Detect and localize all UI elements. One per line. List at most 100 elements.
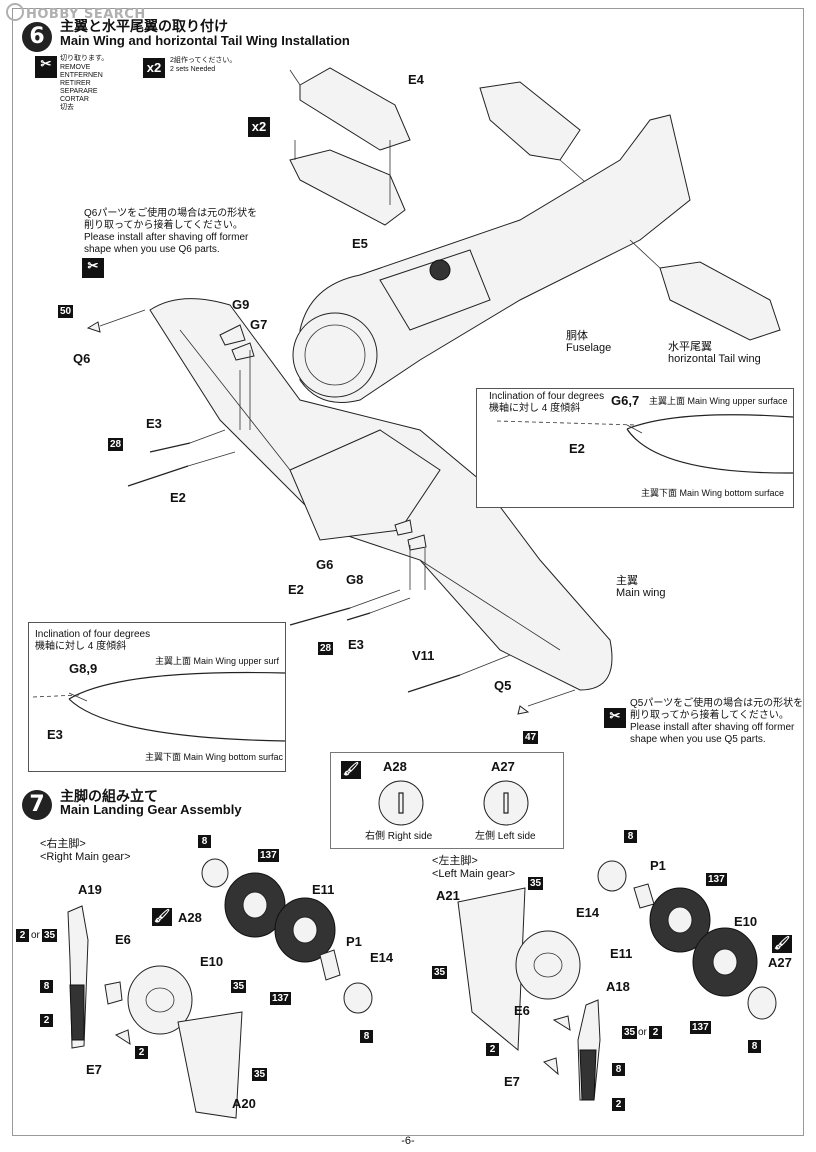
badge-137-right-bottom: 137 <box>270 992 291 1005</box>
inset-1-e2: E2 <box>569 441 585 456</box>
page-frame <box>12 8 804 1136</box>
label-e10-right: E10 <box>200 954 224 969</box>
left-gear-title-jp: <左主脚> <box>432 855 478 867</box>
step-7-number: 7 <box>22 790 52 820</box>
badge-28-lower: 28 <box>318 642 334 655</box>
part-g9 <box>219 324 246 346</box>
part-e7-left <box>543 1057 559 1076</box>
inset-1-bottom-label: 主翼下面 Main Wing bottom surface <box>641 488 785 498</box>
label-v11: V11 <box>412 648 435 663</box>
step-6-title-jp: 主翼と水平尾翼の取り付け <box>60 19 228 35</box>
label-g7: G7 <box>250 317 268 332</box>
label-e7-right: E7 <box>86 1062 102 1077</box>
fuselage-label-en: Fuselage <box>566 342 612 354</box>
cut-icon: ✂ <box>35 56 57 78</box>
label-e3-lower: E3 <box>348 637 364 652</box>
badge-35-left-leg: 35 <box>622 1026 638 1039</box>
label-q5: Q5 <box>494 678 512 693</box>
pilot-figure <box>429 259 451 281</box>
badge-2-right-leg: 2 <box>40 1014 53 1027</box>
cut-icon: ✂ <box>604 708 626 728</box>
label-e2-upper: E2 <box>170 490 186 505</box>
inset-wing-inclination-lower: Inclination of four degrees 機軸に対し 4 度傾斜 … <box>28 622 286 772</box>
q6-note-jp: Q6パーツをご使用の場合は元の形状を 削り取ってから接着してください。 <box>84 208 258 231</box>
badge-50: 50 <box>58 305 74 318</box>
badge-2-left-leg: 2 <box>612 1098 625 1111</box>
badge-2-right: 2 <box>16 929 29 942</box>
paint-wheel-drawings <box>378 780 529 826</box>
watermark: HOBBY SEARCH <box>6 3 146 22</box>
paint-brush-icon: 🖌 <box>152 908 172 926</box>
inset-2-upper-label: 主翼上面 Main Wing upper surf <box>155 656 280 666</box>
badge-137-left-bottom: 137 <box>690 1021 711 1034</box>
badge-28-upper: 28 <box>108 438 124 451</box>
rod-e2-lower <box>289 607 351 626</box>
badge-2-e6-right: 2 <box>135 1046 148 1059</box>
label-e5: E5 <box>352 236 368 251</box>
main-wing-label-en: Main wing <box>616 587 666 599</box>
label-g8: G8 <box>346 572 364 587</box>
step-6-number: 6 <box>22 22 52 52</box>
badge-35-right: 35 <box>42 929 58 942</box>
remove-lang-3: SEPARARE <box>60 88 98 95</box>
fuselage <box>299 114 691 403</box>
x2-note-jp: 2組作ってください。 <box>170 57 237 64</box>
part-e6-right <box>104 981 123 1005</box>
step-7-title-jp: 主脚の組み立て <box>60 789 158 805</box>
part-p1-right <box>319 949 341 981</box>
paint-a28-label: A28 <box>383 759 407 774</box>
step-6-title-en: Main Wing and horizontal Tail Wing Insta… <box>60 33 350 48</box>
label-e6-right: E6 <box>115 932 131 947</box>
rod-e2-upper <box>127 465 189 487</box>
badge-137-left-top: 137 <box>706 873 727 886</box>
badge-8-left-bottom: 8 <box>748 1040 761 1053</box>
step-7-title-en: Main Landing Gear Assembly <box>60 802 242 817</box>
paint-left-side: 左側 Left side <box>475 831 536 842</box>
inset-1-part: G6,7 <box>611 393 640 408</box>
badge-137-right-top: 137 <box>258 849 279 862</box>
watermark-logo-icon <box>6 3 24 21</box>
wing-center-section <box>289 429 441 541</box>
part-e7-right <box>114 1029 131 1046</box>
label-e10-left: E10 <box>734 914 758 929</box>
remove-lang-1: ENTFERNEN <box>60 72 103 79</box>
right-gear-title-jp: <右主脚> <box>40 838 86 850</box>
wheel-hub-right <box>127 965 193 1035</box>
inset-2-e3: E3 <box>47 727 63 742</box>
label-q6: Q6 <box>73 351 91 366</box>
remove-lang-2: RETIRER <box>60 80 91 87</box>
fuselage-label-jp: 胴体 <box>566 330 588 342</box>
paint-right-side: 右側 Right side <box>365 831 433 842</box>
badge-8-right-leg: 8 <box>40 980 53 993</box>
inset-2-bottom-label: 主翼下面 Main Wing bottom surfac <box>145 752 284 762</box>
x2-note-en: 2 sets Needed <box>170 66 216 73</box>
gear-door-a20 <box>177 1011 243 1119</box>
remove-lang-5: 切去 <box>60 104 74 111</box>
part-e6-left <box>552 1015 571 1031</box>
wheel-e14-right <box>343 982 373 1014</box>
remove-note-jp: 切り取ります。 <box>60 55 109 62</box>
tail-part-e4 <box>299 67 411 151</box>
badge-8-cap-right: 8 <box>198 835 211 848</box>
part-p1-left <box>633 883 655 909</box>
cut-icon: ✂ <box>82 258 104 278</box>
rod-e3-upper <box>149 442 191 453</box>
part-q5 <box>517 705 530 715</box>
label-e6-left: E6 <box>514 1003 530 1018</box>
or-left: or <box>638 1027 647 1038</box>
label-e4: E4 <box>408 72 424 87</box>
q5-note-en: Please install after shaving off former … <box>630 722 795 745</box>
label-e14-right: E14 <box>370 950 394 965</box>
part-q6 <box>86 321 101 333</box>
q5-note-jp: Q5パーツをご使用の場合は元の形状を 削り取ってから接着してください。 <box>630 698 804 721</box>
badge-35-door-bottom: 35 <box>252 1068 268 1081</box>
badge-8-right-bottom: 8 <box>360 1030 373 1043</box>
badge-47: 47 <box>523 731 539 744</box>
label-a21: A21 <box>436 888 460 903</box>
tail-wing-right <box>659 261 781 341</box>
remove-lang-4: CORTAR <box>60 96 89 103</box>
paint-brush-icon: 🖌 <box>341 761 361 779</box>
label-g6: G6 <box>316 557 334 572</box>
